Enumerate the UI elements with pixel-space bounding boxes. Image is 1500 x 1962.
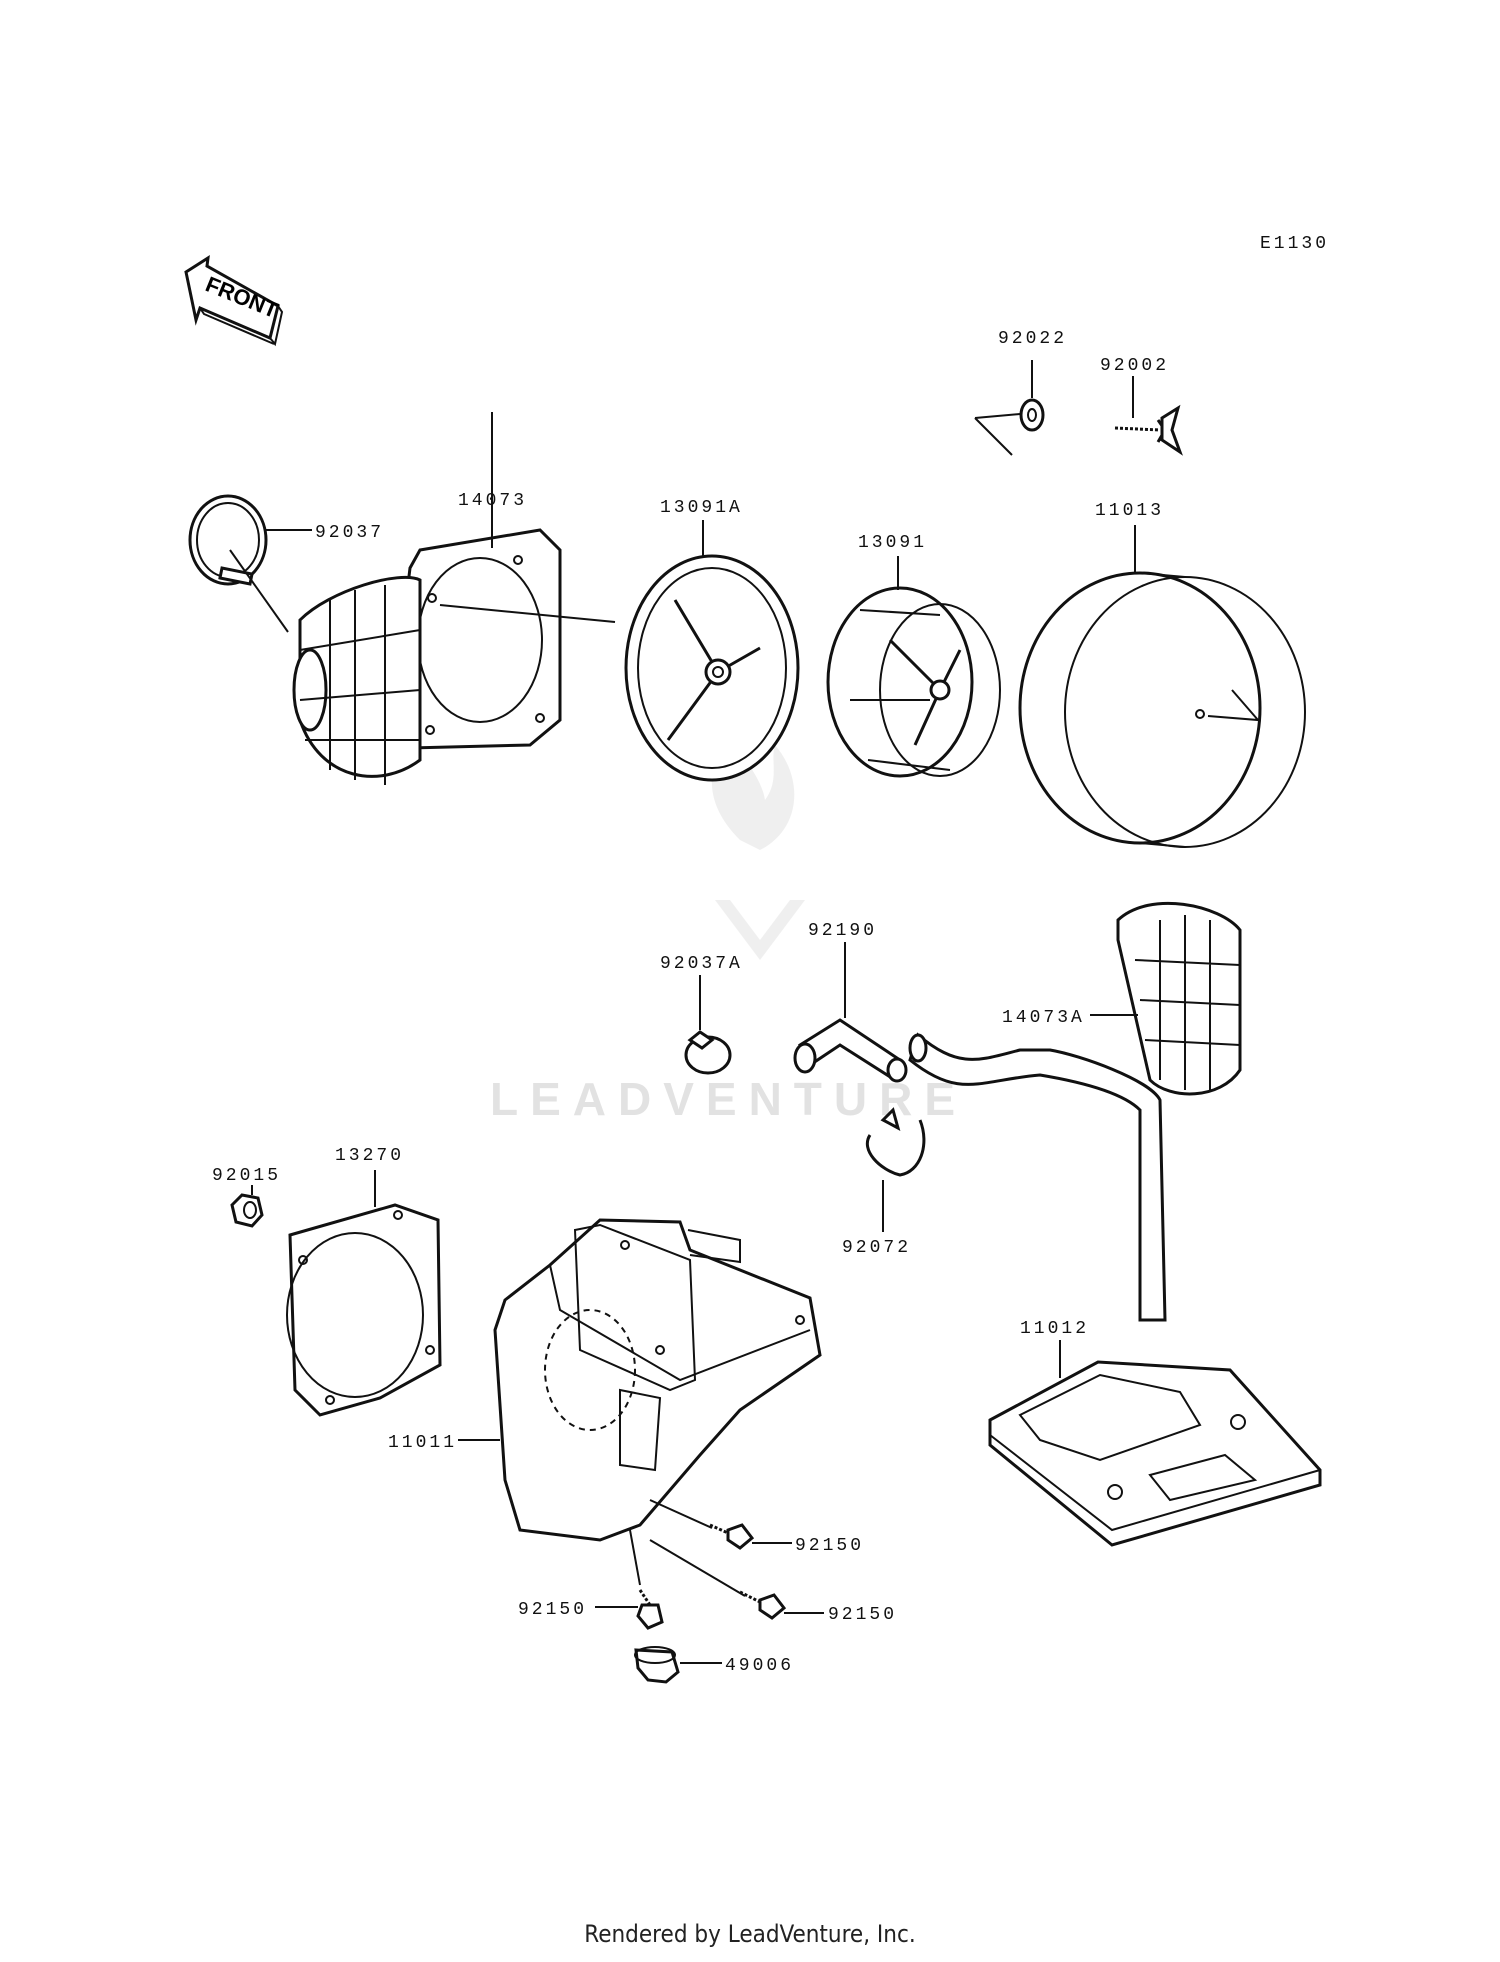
part-92002-wing-bolt	[1114, 376, 1183, 456]
label-11013: 11013	[1095, 501, 1164, 521]
label-92150-c: 92150	[828, 1605, 897, 1625]
part-92015-nut	[230, 1185, 264, 1228]
part-14073-intake-duct	[292, 412, 616, 785]
label-92037A: 92037A	[660, 954, 743, 974]
label-92022: 92022	[998, 329, 1067, 349]
label-92002: 92002	[1100, 356, 1169, 376]
part-13091-filter-cage	[826, 556, 1001, 778]
watermark-text: LEADVENTURE	[490, 1073, 967, 1125]
label-14073: 14073	[458, 491, 527, 511]
label-13270: 13270	[335, 1146, 404, 1166]
diagram-code: E1130	[1260, 234, 1329, 254]
part-92072-clamp	[865, 1107, 926, 1232]
label-14073A: 14073A	[1002, 1008, 1085, 1028]
label-49006: 49006	[725, 1656, 794, 1676]
part-13091A-filter-holder	[624, 520, 800, 782]
front-direction-arrow: FRONT	[184, 255, 284, 347]
part-92037-clamp	[188, 494, 312, 633]
label-11011: 11011	[388, 1433, 457, 1453]
part-92190-breather-hose	[793, 942, 1167, 1322]
part-92150-bolt-b	[595, 1529, 664, 1630]
part-49006-drain-cap	[634, 1646, 722, 1684]
part-11013-air-filter-element	[1018, 525, 1306, 848]
label-92190: 92190	[808, 921, 877, 941]
part-92150-bolt-c	[649, 1539, 824, 1620]
label-92150-a: 92150	[795, 1536, 864, 1556]
label-13091A: 13091A	[660, 498, 743, 518]
part-13270-gasket	[286, 1170, 442, 1417]
part-92150-bolt-a	[649, 1499, 792, 1550]
label-92150-b: 92150	[518, 1600, 587, 1620]
label-13091: 13091	[858, 533, 927, 553]
part-14073A-grid-duct	[1090, 901, 1242, 1096]
part-11011-air-cleaner-case	[458, 1218, 822, 1542]
part-92022-washer	[974, 360, 1045, 456]
label-11012: 11012	[1020, 1319, 1089, 1339]
footer-credit: Rendered by LeadVenture, Inc.	[584, 1920, 916, 1948]
label-92037: 92037	[315, 523, 384, 543]
label-92072: 92072	[842, 1238, 911, 1258]
part-92037A-clamp	[684, 975, 732, 1075]
part-11012-case-cover	[988, 1340, 1322, 1547]
label-92015: 92015	[212, 1166, 281, 1186]
